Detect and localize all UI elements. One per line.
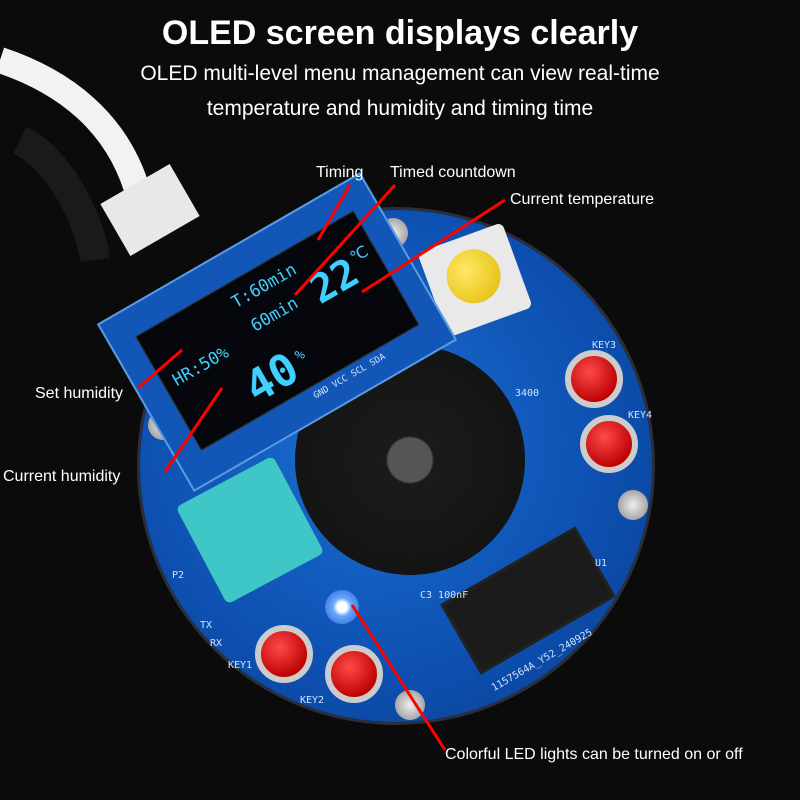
callout-led: Colorful LED lights can be turned on or …	[445, 746, 743, 763]
silk-p2: P2	[172, 570, 185, 581]
line-countdown	[293, 183, 397, 297]
silk-tx: TX	[200, 620, 213, 631]
silk-key3: KEY3	[592, 340, 617, 351]
key1-button[interactable]	[255, 625, 313, 683]
line-led	[350, 604, 447, 751]
line-set-humidity	[137, 348, 183, 390]
silk-rx: RX	[210, 638, 223, 649]
line-temperature	[361, 198, 506, 294]
silk-u1: U1	[595, 558, 608, 569]
key4-button[interactable]	[580, 415, 638, 473]
subtitle-line-2: temperature and humidity and timing time	[206, 97, 594, 120]
callout-set-humidity: Set humidity	[35, 385, 124, 402]
callout-timed-countdown: Timed countdown	[390, 164, 516, 181]
line-timing	[316, 184, 352, 241]
key3-button[interactable]	[565, 350, 623, 408]
callout-current-humidity: Current humidity	[3, 468, 121, 485]
silk-c3: C3 100nF	[420, 590, 469, 601]
line-current-humidity	[163, 387, 224, 473]
callout-timing: Timing	[316, 164, 364, 181]
callout-current-temperature: Current temperature	[510, 191, 655, 208]
silk-key2: KEY2	[300, 695, 325, 706]
subtitle-line-1: OLED multi-level menu management can vie…	[140, 62, 660, 85]
key2-button[interactable]	[325, 645, 383, 703]
page-title: OLED screen displays clearly	[161, 14, 639, 52]
screw	[618, 490, 648, 520]
silk-3400: 3400	[515, 388, 540, 399]
silk-key4: KEY4	[628, 410, 653, 421]
silk-key1: KEY1	[228, 660, 253, 671]
